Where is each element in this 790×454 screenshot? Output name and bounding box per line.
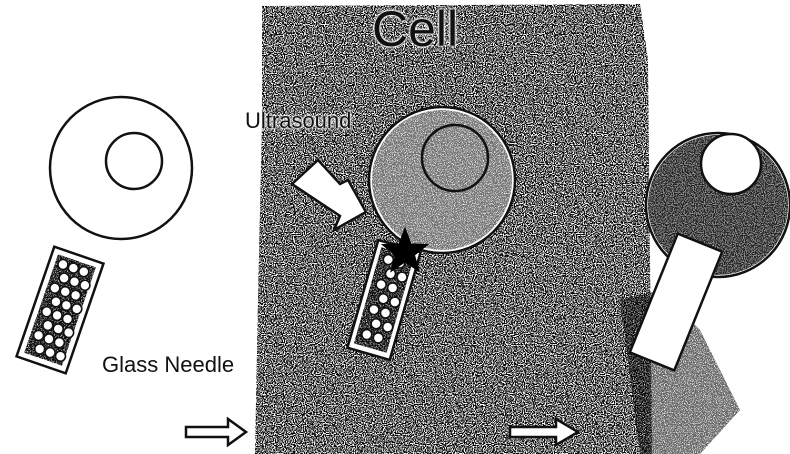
cell-nucleus — [701, 134, 761, 194]
glass-needle-label: Glass Needle — [102, 352, 234, 378]
cell-membrane-stipple — [372, 110, 512, 250]
glass-needle — [17, 247, 104, 374]
cell-nucleus — [106, 133, 162, 189]
diagram-title: Cell — [372, 2, 458, 56]
ultrasound-label: Ultrasound — [245, 108, 351, 134]
stage-before — [17, 97, 192, 373]
step-arrow-1-icon — [186, 419, 246, 445]
stage-after — [630, 133, 790, 370]
